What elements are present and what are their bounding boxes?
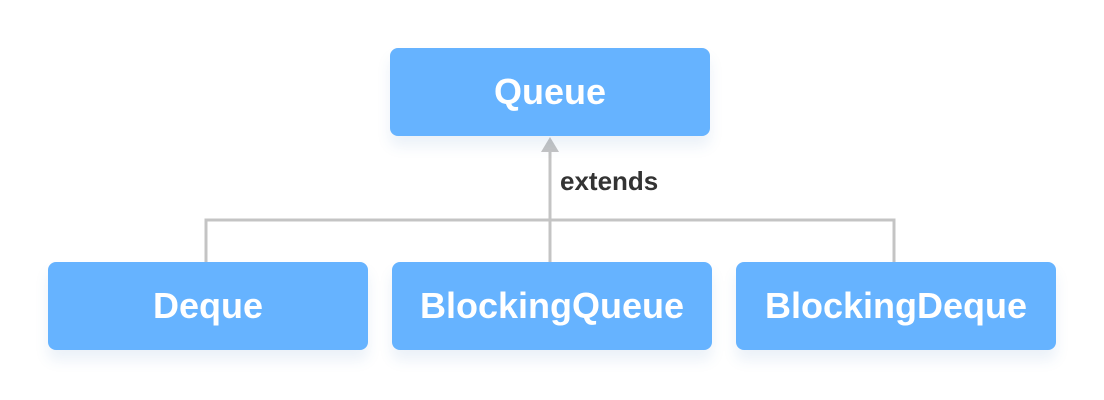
blocking-deque-box: BlockingDeque <box>736 262 1056 350</box>
arrowhead-icon <box>541 137 559 152</box>
extends-label: extends <box>560 166 659 196</box>
blocking-queue-box: BlockingQueue <box>392 262 712 350</box>
deque-box: Deque <box>48 262 368 350</box>
queue-box: Queue <box>390 48 710 136</box>
